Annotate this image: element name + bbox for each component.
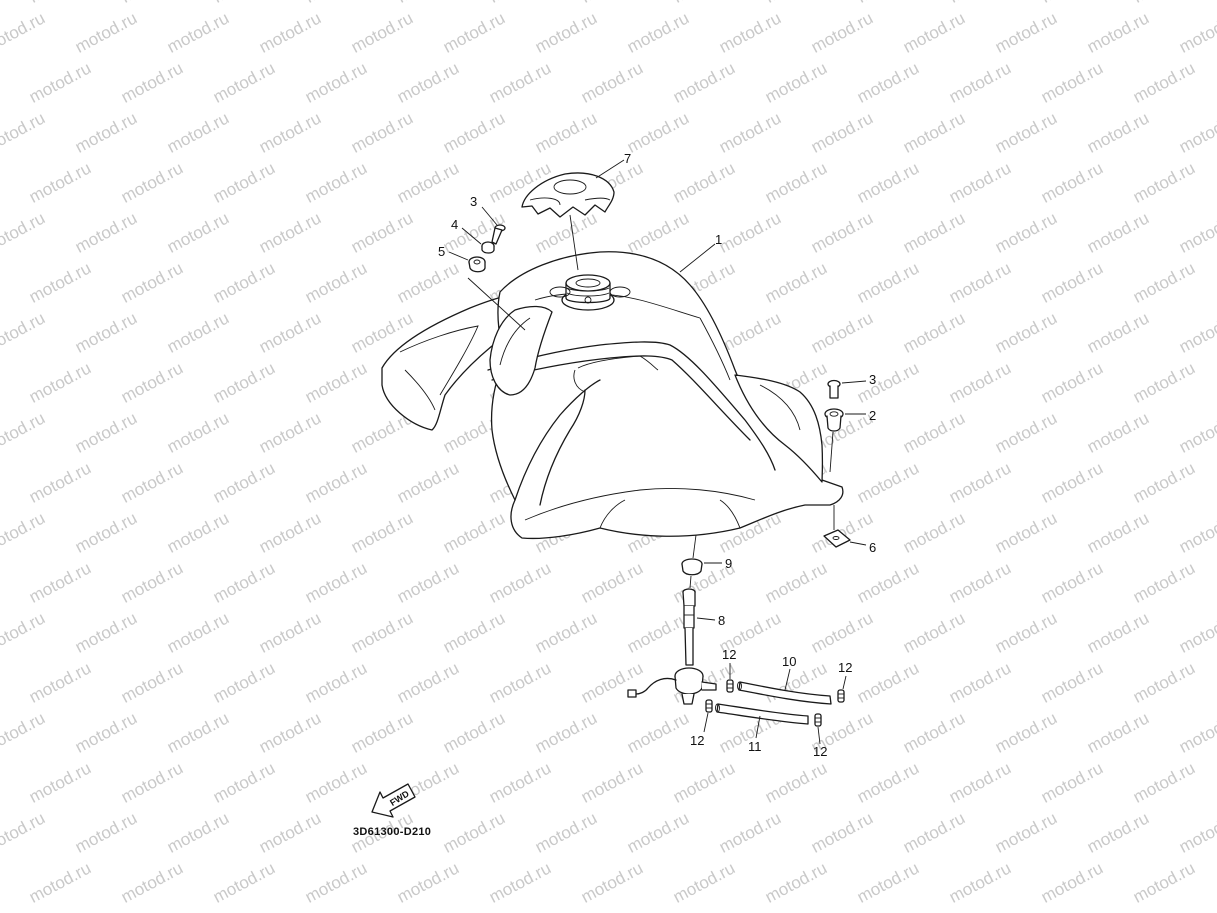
part-code-label: 3D61300-D210 (353, 826, 432, 838)
fuel-hose-10 (737, 668, 832, 705)
damper-pad (823, 505, 867, 548)
callout-10: 10 (782, 654, 797, 669)
clamp-c (837, 675, 847, 703)
grommet-upper (467, 256, 526, 331)
callout-4: 4 (451, 217, 459, 232)
callout-2: 2 (869, 408, 877, 423)
collar-right (824, 408, 866, 473)
callout-12-b: 12 (690, 733, 705, 748)
washer-upper (481, 241, 495, 254)
bolt-right (827, 379, 867, 399)
clamp-d (814, 713, 822, 745)
leader-4 (461, 227, 482, 245)
callout-5: 5 (438, 244, 446, 259)
leader-7 (595, 159, 625, 179)
callout-12-c: 12 (838, 660, 853, 675)
leader-3a (481, 206, 498, 226)
clamp-a (726, 663, 734, 693)
callout-12-a: 12 (722, 647, 737, 662)
fuel-cap (521, 172, 615, 271)
callout-11: 11 (748, 739, 762, 754)
fuel-cock (627, 575, 717, 705)
callout-6: 6 (869, 540, 877, 555)
fwd-arrow-icon: FWD (371, 783, 416, 818)
clamp-b (703, 699, 713, 733)
leader-1 (679, 243, 716, 273)
callout-3-right: 3 (869, 372, 877, 387)
callout-7: 7 (624, 151, 632, 166)
callout-3-upper: 3 (470, 194, 478, 209)
fuel-tank (381, 251, 844, 540)
gasket-9 (681, 534, 722, 576)
callout-8: 8 (718, 613, 726, 628)
callout-9: 9 (725, 556, 733, 571)
leader-5 (448, 251, 469, 261)
fuel-hose-11 (715, 703, 809, 739)
callout-12-d: 12 (813, 744, 828, 759)
callout-1: 1 (715, 232, 723, 247)
bolt-upper (491, 224, 506, 245)
